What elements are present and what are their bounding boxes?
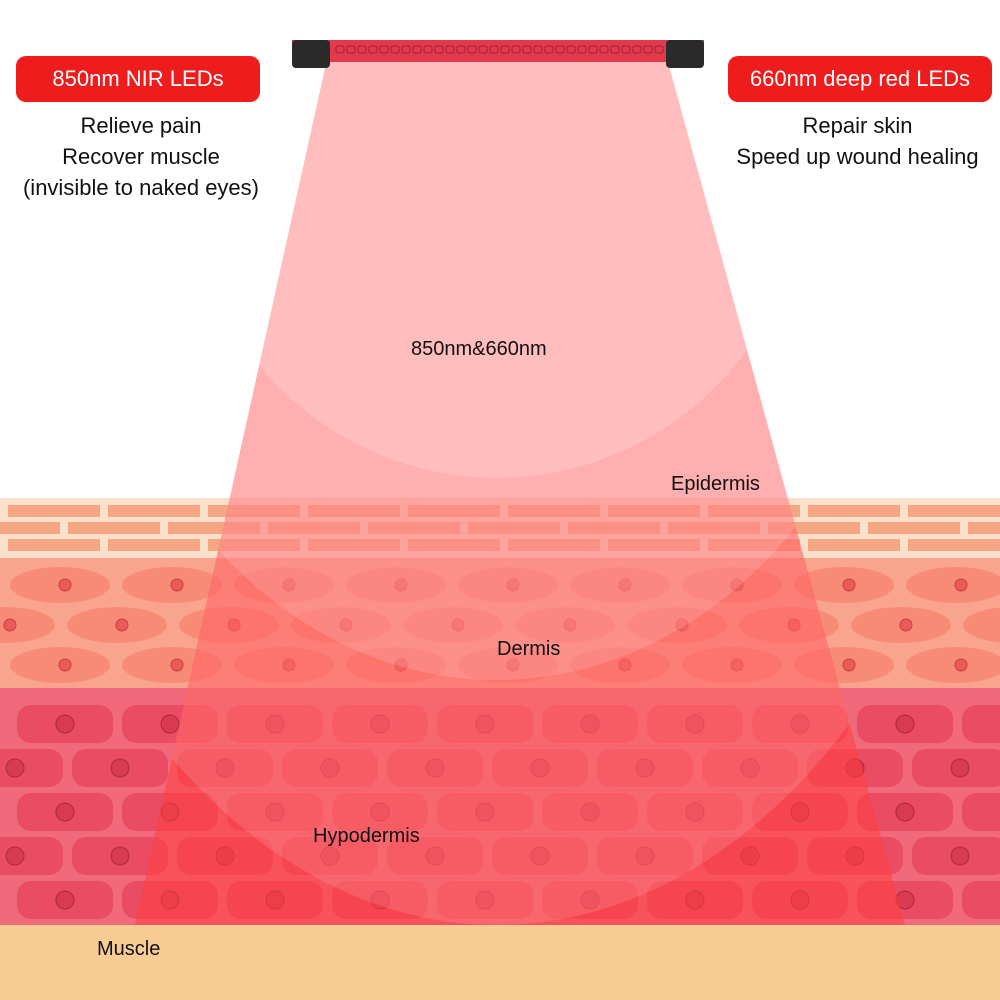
- epidermis-cell: [108, 505, 200, 517]
- led-light-bar: [292, 40, 704, 68]
- led: [390, 45, 400, 54]
- led: [445, 45, 455, 54]
- cell-nucleus: [842, 578, 856, 592]
- led: [621, 45, 631, 54]
- epidermis-cell: [0, 522, 60, 534]
- hypodermis-cell: [0, 749, 63, 787]
- red-benefits: Repair skin Speed up wound healing: [715, 110, 1000, 172]
- benefit-text: Speed up wound healing: [736, 144, 979, 169]
- epidermis-cell: [8, 505, 100, 517]
- cell-nucleus: [55, 714, 75, 734]
- hypodermis-cell: [962, 705, 1000, 743]
- cell-nucleus: [110, 758, 130, 778]
- muscle-label: Muscle: [97, 938, 161, 960]
- led: [478, 45, 488, 54]
- led: [599, 45, 609, 54]
- led: [456, 45, 466, 54]
- led: [654, 45, 664, 54]
- cell-nucleus: [954, 578, 968, 592]
- led: [434, 45, 444, 54]
- dermis-cell: [0, 607, 55, 643]
- cell-nucleus: [115, 618, 129, 632]
- led: [610, 45, 620, 54]
- nir-benefits: Relieve pain Recover muscle (invisible t…: [0, 110, 282, 203]
- cell-nucleus: [3, 618, 17, 632]
- led: [489, 45, 499, 54]
- cell-nucleus: [170, 578, 184, 592]
- cell-nucleus: [160, 714, 180, 734]
- cell-nucleus: [842, 658, 856, 672]
- muscle-layer: [0, 925, 1000, 1000]
- led: [423, 45, 433, 54]
- benefit-text: Recover muscle: [62, 144, 220, 169]
- led: [368, 45, 378, 54]
- penetration-arcs: [0, 0, 1000, 925]
- led: [643, 45, 653, 54]
- benefit-text: Relieve pain: [80, 113, 202, 138]
- cell-nucleus: [58, 658, 72, 672]
- epidermis-cell: [808, 505, 900, 517]
- led: [544, 45, 554, 54]
- benefit-text: Repair skin: [802, 113, 913, 138]
- led: [511, 45, 521, 54]
- led: [379, 45, 389, 54]
- cell-nucleus: [895, 802, 915, 822]
- epidermis-cell: [908, 539, 1000, 551]
- hypodermis-label: Hypodermis: [313, 825, 420, 847]
- led: [533, 45, 543, 54]
- cell-nucleus: [55, 802, 75, 822]
- led: [588, 45, 598, 54]
- led: [467, 45, 477, 54]
- led: [566, 45, 576, 54]
- led-dots: [335, 45, 664, 54]
- epidermis-cell: [868, 522, 960, 534]
- dermis-cell: [963, 607, 1000, 643]
- led: [555, 45, 565, 54]
- led: [346, 45, 356, 54]
- led: [500, 45, 510, 54]
- cell-nucleus: [110, 846, 130, 866]
- led: [412, 45, 422, 54]
- epidermis-cell: [108, 539, 200, 551]
- beam-label: 850nm&660nm: [411, 338, 547, 360]
- hypodermis-cell: [0, 837, 63, 875]
- cell-nucleus: [899, 618, 913, 632]
- red-led-badge: 660nm deep red LEDs: [728, 56, 992, 102]
- dermis-label: Dermis: [497, 638, 561, 660]
- led: [577, 45, 587, 54]
- led: [401, 45, 411, 54]
- cell-nucleus: [950, 758, 970, 778]
- nir-led-badge: 850nm NIR LEDs: [16, 56, 260, 102]
- epidermis-cell: [68, 522, 160, 534]
- cell-nucleus: [170, 658, 184, 672]
- led: [335, 45, 345, 54]
- epidermis-cell: [8, 539, 100, 551]
- cell-nucleus: [58, 578, 72, 592]
- dermis-cell: [906, 647, 1000, 683]
- light-beam: [135, 55, 905, 925]
- benefit-text: (invisible to naked eyes): [22, 175, 259, 200]
- cell-nucleus: [950, 846, 970, 866]
- hypodermis-cell: [962, 881, 1000, 919]
- hypodermis-cell: [962, 793, 1000, 831]
- epidermis-label: Epidermis: [671, 473, 760, 495]
- dermis-cell: [906, 567, 1000, 603]
- led: [357, 45, 367, 54]
- cell-nucleus: [895, 714, 915, 734]
- cell-nucleus: [5, 758, 25, 778]
- led: [632, 45, 642, 54]
- epidermis-cell: [808, 539, 900, 551]
- cell-nucleus: [55, 890, 75, 910]
- epidermis-cell: [908, 505, 1000, 517]
- cell-nucleus: [954, 658, 968, 672]
- cell-nucleus: [5, 846, 25, 866]
- led: [522, 45, 532, 54]
- epidermis-cell: [968, 522, 1000, 534]
